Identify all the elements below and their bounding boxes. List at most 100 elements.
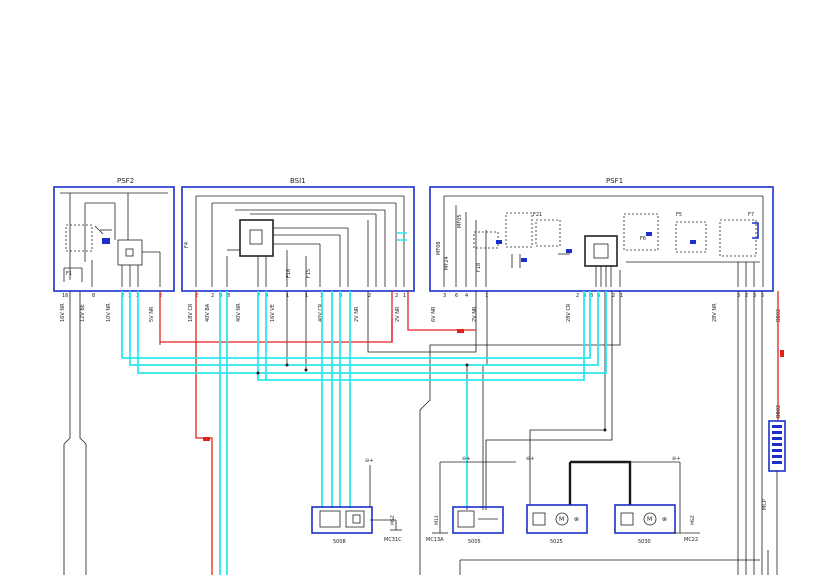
svg-text:⊖+: ⊖+ xyxy=(672,456,680,462)
wire-label: 5V NR xyxy=(149,306,155,322)
pin-numbers: 16 8 2 1 3 2 2 2 8 8 7 4 1 1 3 8 2 2 1 3… xyxy=(62,293,764,299)
psf1-pin-5: 2 xyxy=(576,293,579,299)
bsi1-pin-13: 1 xyxy=(403,293,406,299)
wire-label: 28V CR xyxy=(566,303,572,322)
svg-text:⊗: ⊗ xyxy=(662,516,667,523)
mcp-label: MCP xyxy=(762,499,768,510)
component-5008: ⊖+ 5008 MC31C MSZ xyxy=(311,458,402,545)
psf1-coil-2 xyxy=(521,258,527,262)
psf1-pin-12: 3 xyxy=(737,293,740,299)
psf1-pin-4: 1 xyxy=(485,293,488,299)
wire-labels: 16V NR 12V BE 10V NR 5V NR 18V CR 40V BA… xyxy=(60,303,782,322)
wire-label: 28V NR xyxy=(712,303,718,322)
psf1-mf24-label: MF24 xyxy=(444,256,450,270)
svg-text:⊖+: ⊖+ xyxy=(526,456,534,462)
bsi1-cyan-link xyxy=(397,232,407,241)
component-5005: ⊖+ 5005 MC13A M13 xyxy=(426,456,516,545)
gnd-label: M13 xyxy=(434,515,440,525)
psf1-internals xyxy=(443,195,764,287)
cyan-wires xyxy=(121,291,607,575)
junctions xyxy=(256,363,607,432)
psf1-pin-3: 4 xyxy=(465,293,468,299)
psf2-pin-2: 8 xyxy=(92,293,95,299)
red-fuse-3 xyxy=(780,350,784,357)
bsi1-pin-4: 8 xyxy=(227,293,230,299)
wire-label: 2V NR xyxy=(354,306,360,322)
wire-label: 16V NR xyxy=(60,303,66,322)
ground-mc13a: MC13A xyxy=(426,537,444,543)
gnd-label: MSZ xyxy=(690,515,696,525)
svg-text:⊗: ⊗ xyxy=(574,516,579,523)
wire-label: 18V CR xyxy=(188,303,194,322)
psf1-pin-10: 2 xyxy=(612,293,615,299)
svg-text:M: M xyxy=(647,516,652,523)
psf1-pin-11: 1 xyxy=(620,293,623,299)
component-5005-code: 5005 xyxy=(468,539,481,545)
psf1-pin-15: 5 xyxy=(761,293,764,299)
bsi1-pin-7: 1 xyxy=(286,293,289,299)
psf1-pin-14: 3 xyxy=(753,293,756,299)
bsi1-pin-2: 2 xyxy=(211,293,214,299)
psf1-coil-5 xyxy=(690,240,696,244)
ground-mc31c: MC31C xyxy=(384,537,402,543)
wire-label: 2V NR xyxy=(395,306,401,322)
component-5025: M ⊗ 5025 ⊖+ xyxy=(526,456,588,545)
gnd-label: MSZ xyxy=(390,515,396,525)
bsi1-title: BSI1 xyxy=(290,177,306,185)
psf2-title: PSF2 xyxy=(117,177,134,185)
wire-label: 12V BE xyxy=(80,304,86,322)
wire-label: 40V BA xyxy=(205,303,211,322)
thick-ground-bus xyxy=(568,460,632,505)
component-5030: M ⊗ ⊖+ 5030 MC22 MSZ xyxy=(614,456,700,545)
bsi1-pin-8: 1 xyxy=(305,293,308,299)
bsi1-internals xyxy=(195,195,405,287)
psf1-f5-label: F5 xyxy=(676,212,682,218)
wire-label: 6V NR xyxy=(431,306,437,322)
psf2-f1-label: F1 xyxy=(66,271,72,277)
psf1-f21-label: F21 xyxy=(533,212,542,218)
psf1-coil-1 xyxy=(496,240,502,244)
bsi1-box xyxy=(181,186,415,292)
psf1-pin-2: 6 xyxy=(455,293,458,299)
psf1-f18-label: F18 xyxy=(476,263,482,272)
component-5025-code: 5025 xyxy=(550,539,563,545)
bsi1-f16-label: F16 xyxy=(286,269,292,278)
psf1-link xyxy=(752,222,759,239)
psf1-coil-4 xyxy=(646,232,652,236)
psf1-pin-13: 2 xyxy=(745,293,748,299)
wire-label: 40V NR xyxy=(236,303,242,322)
psf1-pin-1: 3 xyxy=(443,293,446,299)
bsi1-f15-label: F15 xyxy=(306,269,312,278)
psf1-f6-label: F6 xyxy=(640,236,646,242)
psf1-f7-label: F7 xyxy=(748,212,754,218)
psf1-mf08-label: MF08 xyxy=(436,241,442,255)
wire-label: 16V VE xyxy=(270,304,276,322)
component-5008-code: 5008 xyxy=(333,539,346,545)
bsi1-pin-11: 2 xyxy=(368,293,371,299)
svg-text:M: M xyxy=(559,516,564,523)
psf1-box xyxy=(429,186,774,292)
svg-text:⊖+: ⊖+ xyxy=(462,456,470,462)
red-fuse-1 xyxy=(203,437,210,441)
bsi1-pin-12: 2 xyxy=(395,293,398,299)
psf1-mf05-label: MF05 xyxy=(457,214,463,228)
psf2-relay-coil xyxy=(102,238,110,244)
psf2-internals xyxy=(60,192,168,287)
wire-label: 40V CR xyxy=(318,303,324,322)
ground-mc22: MC22 xyxy=(684,537,698,543)
psf2-box xyxy=(53,186,175,292)
red-fuse-2 xyxy=(457,329,464,333)
wire-label: BB02 xyxy=(776,309,782,322)
plus-symbol: ⊖+ xyxy=(365,458,373,464)
psf2-pin-1: 16 xyxy=(62,293,68,299)
component-5030-code: 5030 xyxy=(638,539,651,545)
wire-label: 2V NR xyxy=(472,306,478,322)
psf1-coil-3 xyxy=(566,249,572,253)
bb02-connector: BB02 MCP xyxy=(762,405,786,575)
psf1-title: PSF1 xyxy=(606,177,623,185)
bb02-code: BB02 xyxy=(776,405,782,418)
wire-label: 10V NR xyxy=(106,303,112,322)
bsi1-f4-label: F4 xyxy=(184,242,190,248)
